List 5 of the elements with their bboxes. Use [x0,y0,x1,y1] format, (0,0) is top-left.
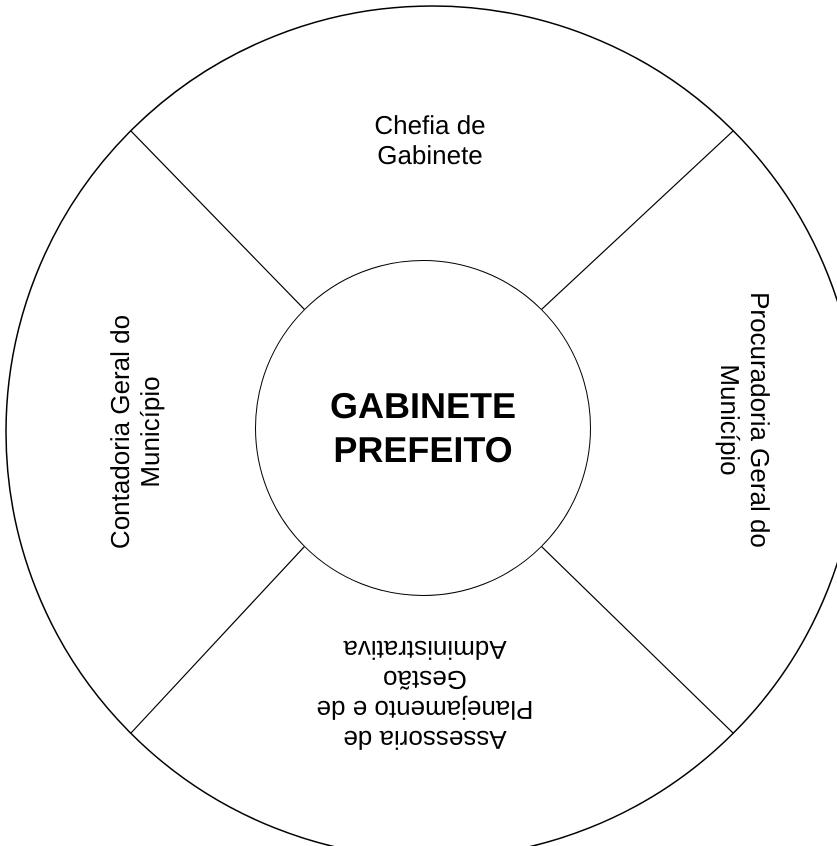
sector-label: Procuradoria Geral do Município [715,285,775,555]
center-title: GABINETE PREFEITO [328,384,517,472]
sector-label: Assessoria de Planejamento e de Gestão Administrativa [315,635,535,755]
sector-label: Contadoria Geral do Município [105,302,165,562]
sector-label: Chefia de Gabinete [340,110,520,170]
